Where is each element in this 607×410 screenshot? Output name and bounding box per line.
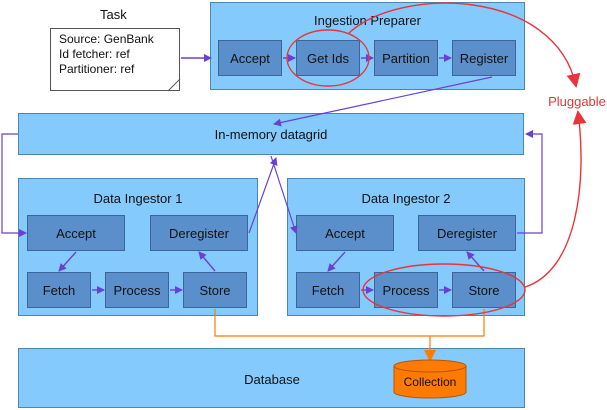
ingestor-1-process-box: Process [105, 272, 169, 308]
arrow-ingestor1-deregister-to-datagrid [248, 157, 278, 234]
arrow-register-to-datagrid [273, 76, 493, 127]
datagrid-panel: In-memory datagrid [18, 113, 524, 155]
collection-cylinder [393, 359, 467, 399]
task-note-fold [167, 78, 181, 92]
ingestor-1-store-box: Store [183, 272, 247, 308]
task-line-id-fetcher: Id fetcher: ref [59, 47, 130, 61]
get-ids-highlight [286, 29, 370, 87]
database-label: Database [244, 372, 300, 387]
ingestor-1-accept-box: Accept [27, 215, 125, 251]
task-note: Source: GenBank Id fetcher: ref Partitio… [50, 28, 180, 91]
task-title: Task [100, 7, 127, 22]
data-ingestor-1-title: Data Ingestor 1 [93, 191, 183, 206]
ingestor-2-process-box: Process [374, 272, 438, 308]
arrow-datagrid-to-ingestor2-accept [270, 155, 298, 234]
pluggable-arrow-bottom [524, 110, 587, 288]
ingestor-2-accept-box: Accept [296, 215, 394, 251]
data-ingestor-2-title: Data Ingestor 2 [361, 191, 451, 206]
pluggable-arrow-top [348, 2, 581, 88]
arrow-ingestor2-deregister-to-datagrid [517, 130, 543, 234]
preparer-partition-box: Partition [374, 40, 438, 76]
task-line-source: Source: GenBank [59, 32, 154, 46]
ingestor-2-store-box: Store [452, 272, 516, 308]
datagrid-label: In-memory datagrid [214, 126, 328, 142]
arrow-ingestor2-accept-to-fetch [327, 251, 346, 272]
ingestor-1-deregister-box: Deregister [150, 215, 248, 251]
process-store-highlight [362, 263, 526, 317]
ingestor-2-fetch-box: Fetch [296, 272, 360, 308]
task-line-partitioner: Partitioner: ref [59, 62, 135, 76]
ingestor-1-fetch-box: Fetch [27, 272, 91, 308]
collection-label: Collection [404, 375, 457, 389]
pluggable-label: Pluggable [548, 94, 606, 109]
arrow-datagrid-to-ingestor1-accept [1, 133, 27, 237]
link-ingestor2-store-to-collection [430, 309, 485, 337]
preparer-register-box: Register [452, 40, 516, 76]
preparer-get-ids-box: Get Ids [296, 40, 360, 76]
arrow-ingestor1-store-to-deregister [198, 251, 216, 272]
ingestor-2-deregister-box: Deregister [418, 215, 516, 251]
link-ingestor1-store-to-collection [214, 309, 430, 337]
preparer-accept-box: Accept [218, 40, 282, 76]
arrow-ingestor2-store-to-deregister [466, 251, 485, 272]
arrow-ingestor1-accept-to-fetch [58, 251, 77, 272]
